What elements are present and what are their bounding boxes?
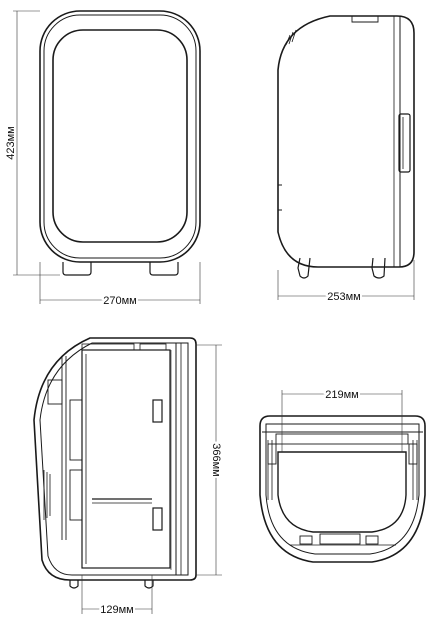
section-hinge-bottom	[152, 507, 163, 531]
dimension-interior-width: 219мм	[325, 389, 358, 401]
side-handle	[398, 113, 411, 173]
dimension-interior-height: 366мм	[210, 443, 222, 476]
front-foot-right	[149, 262, 179, 276]
front-outer-body	[39, 10, 201, 263]
cross-outer-body	[259, 415, 426, 563]
side-foot-rear	[297, 257, 311, 279]
cross-section-view: 219мм	[259, 387, 426, 563]
section-outer-body	[33, 337, 197, 581]
front-door-rim	[43, 14, 197, 259]
section-inner-liner	[81, 349, 171, 569]
dimension-inner-depth: 129мм	[100, 604, 133, 616]
cross-inner-cavity	[277, 451, 407, 533]
side-outer-body	[277, 15, 415, 268]
section-view: 366мм 129мм	[33, 337, 224, 618]
dimension-depth-side: 253мм	[327, 291, 360, 303]
dimension-height-total: 423мм	[5, 126, 17, 159]
front-view: 423мм 270мм	[5, 10, 201, 309]
dimension-width-front: 270мм	[103, 295, 136, 307]
section-hinge-top	[152, 399, 163, 423]
side-view: 253мм	[277, 15, 415, 305]
front-window	[52, 29, 188, 243]
side-foot-front	[371, 257, 386, 279]
front-foot-left	[62, 262, 92, 276]
